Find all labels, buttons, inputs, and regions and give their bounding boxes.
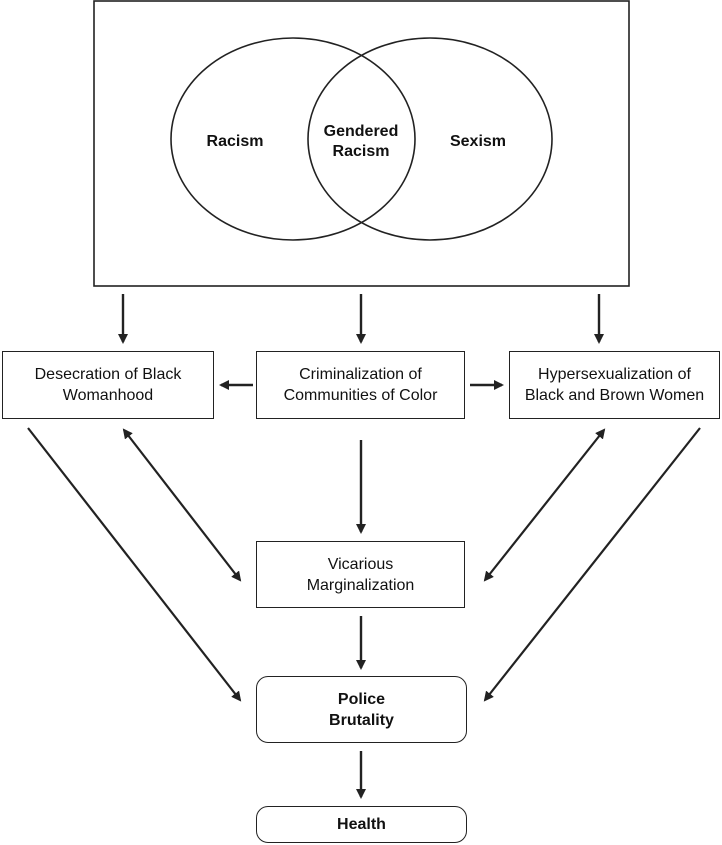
venn-frame	[93, 0, 630, 287]
venn-circle-racism	[170, 37, 416, 241]
arrow-hypersexualization-vicarious	[483, 428, 606, 582]
node-vicarious-marginalization: Vicarious Marginalization	[256, 541, 465, 608]
node-hypersexualization: Hypersexualization of Black and Brown Wo…	[509, 351, 720, 419]
venn-label-racism: Racism	[206, 133, 264, 150]
arrow-desecration-vicarious	[122, 428, 242, 582]
node-desecration: Desecration of Black Womanhood	[2, 351, 214, 419]
venn-label-sexism: Sexism	[449, 133, 507, 150]
node-criminalization: Criminalization of Communities of Color	[256, 351, 465, 419]
node-desecration-label: Desecration of Black Womanhood	[34, 366, 182, 404]
arrow-hypersexualization-to-police	[483, 427, 701, 702]
node-health: Health	[256, 806, 467, 843]
node-police-brutality: Police Brutality	[256, 676, 467, 743]
node-hypersexualization-label: Hypersexualization of Black and Brown Wo…	[524, 366, 705, 404]
venn-circle-sexism	[307, 37, 553, 241]
node-vicarious-label: Vicarious Marginalization	[306, 555, 415, 594]
arrow-desecration-to-police	[27, 427, 242, 702]
node-health-label: Health	[337, 816, 386, 833]
node-criminalization-label: Criminalization of Communities of Color	[283, 366, 438, 404]
node-police-label: Police Brutality	[329, 690, 394, 729]
venn-label-gendered-racism: Gendered Racism	[323, 123, 399, 160]
